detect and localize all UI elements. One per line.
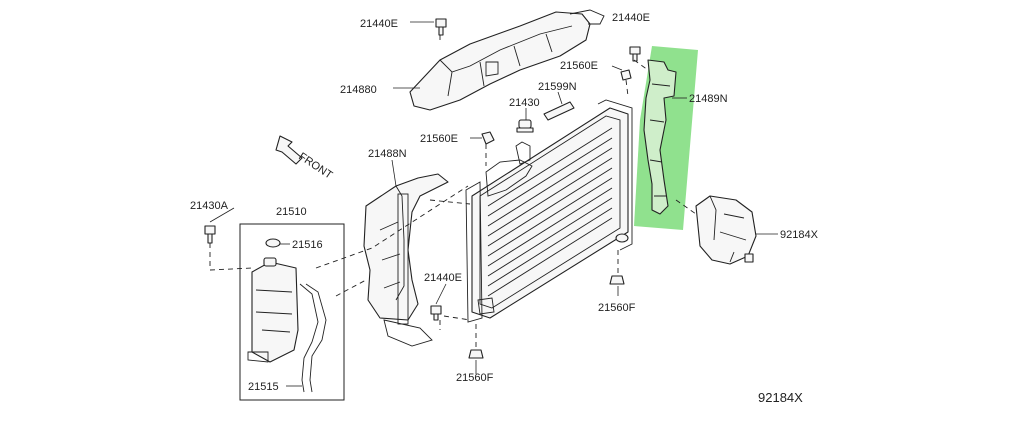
cap-21516 bbox=[265, 238, 281, 248]
clip-21560e-mid bbox=[481, 131, 495, 145]
label-21440e-right: 21440E bbox=[612, 12, 650, 24]
seal-21599n bbox=[543, 101, 575, 121]
label-21560e-upper: 21560E bbox=[560, 60, 598, 72]
label-21430: 21430 bbox=[509, 97, 540, 109]
label-21440e-lower: 21440E bbox=[424, 272, 462, 284]
side-seal-21488n bbox=[363, 173, 449, 347]
label-21430a: 21430A bbox=[190, 200, 229, 212]
label-21560f-right: 21560F bbox=[598, 302, 636, 314]
label-front: FRONT bbox=[296, 151, 334, 182]
clip-21440e-top bbox=[435, 18, 447, 36]
label-21560e-mid: 21560E bbox=[420, 133, 458, 145]
label-21510: 21510 bbox=[276, 206, 307, 218]
bracket-92184x bbox=[695, 195, 757, 265]
label-21516: 21516 bbox=[292, 239, 323, 251]
label-21560f-bottom: 21560F bbox=[456, 372, 494, 384]
clip-21560f-bottom bbox=[468, 349, 484, 359]
cap-21430 bbox=[516, 119, 534, 133]
label-21488n: 21488N bbox=[368, 148, 407, 160]
clip-21440e-right bbox=[629, 46, 641, 62]
clip-21560f-right bbox=[609, 275, 625, 285]
label-21440e-top: 21440E bbox=[360, 18, 398, 30]
reference-code: 92184X bbox=[758, 390, 803, 405]
radiator-core bbox=[465, 99, 633, 323]
bolt-21430a bbox=[204, 225, 216, 244]
leader-lines bbox=[209, 21, 778, 387]
label-214880: 214880 bbox=[340, 84, 377, 96]
label-21515: 21515 bbox=[248, 381, 279, 393]
side-seal-21489n bbox=[643, 59, 677, 215]
label-92184x: 92184X bbox=[780, 229, 819, 241]
clip-21560e-upper bbox=[620, 69, 632, 81]
reservoir-assembly-box bbox=[239, 223, 345, 401]
dashed-lines bbox=[209, 35, 697, 348]
front-arrow-icon bbox=[275, 135, 303, 165]
upper-air-guide-214880 bbox=[409, 9, 605, 111]
label-21489n: 21489N bbox=[689, 93, 728, 105]
label-21599n: 21599N bbox=[538, 81, 577, 93]
clip-21440e-lower bbox=[430, 305, 442, 321]
